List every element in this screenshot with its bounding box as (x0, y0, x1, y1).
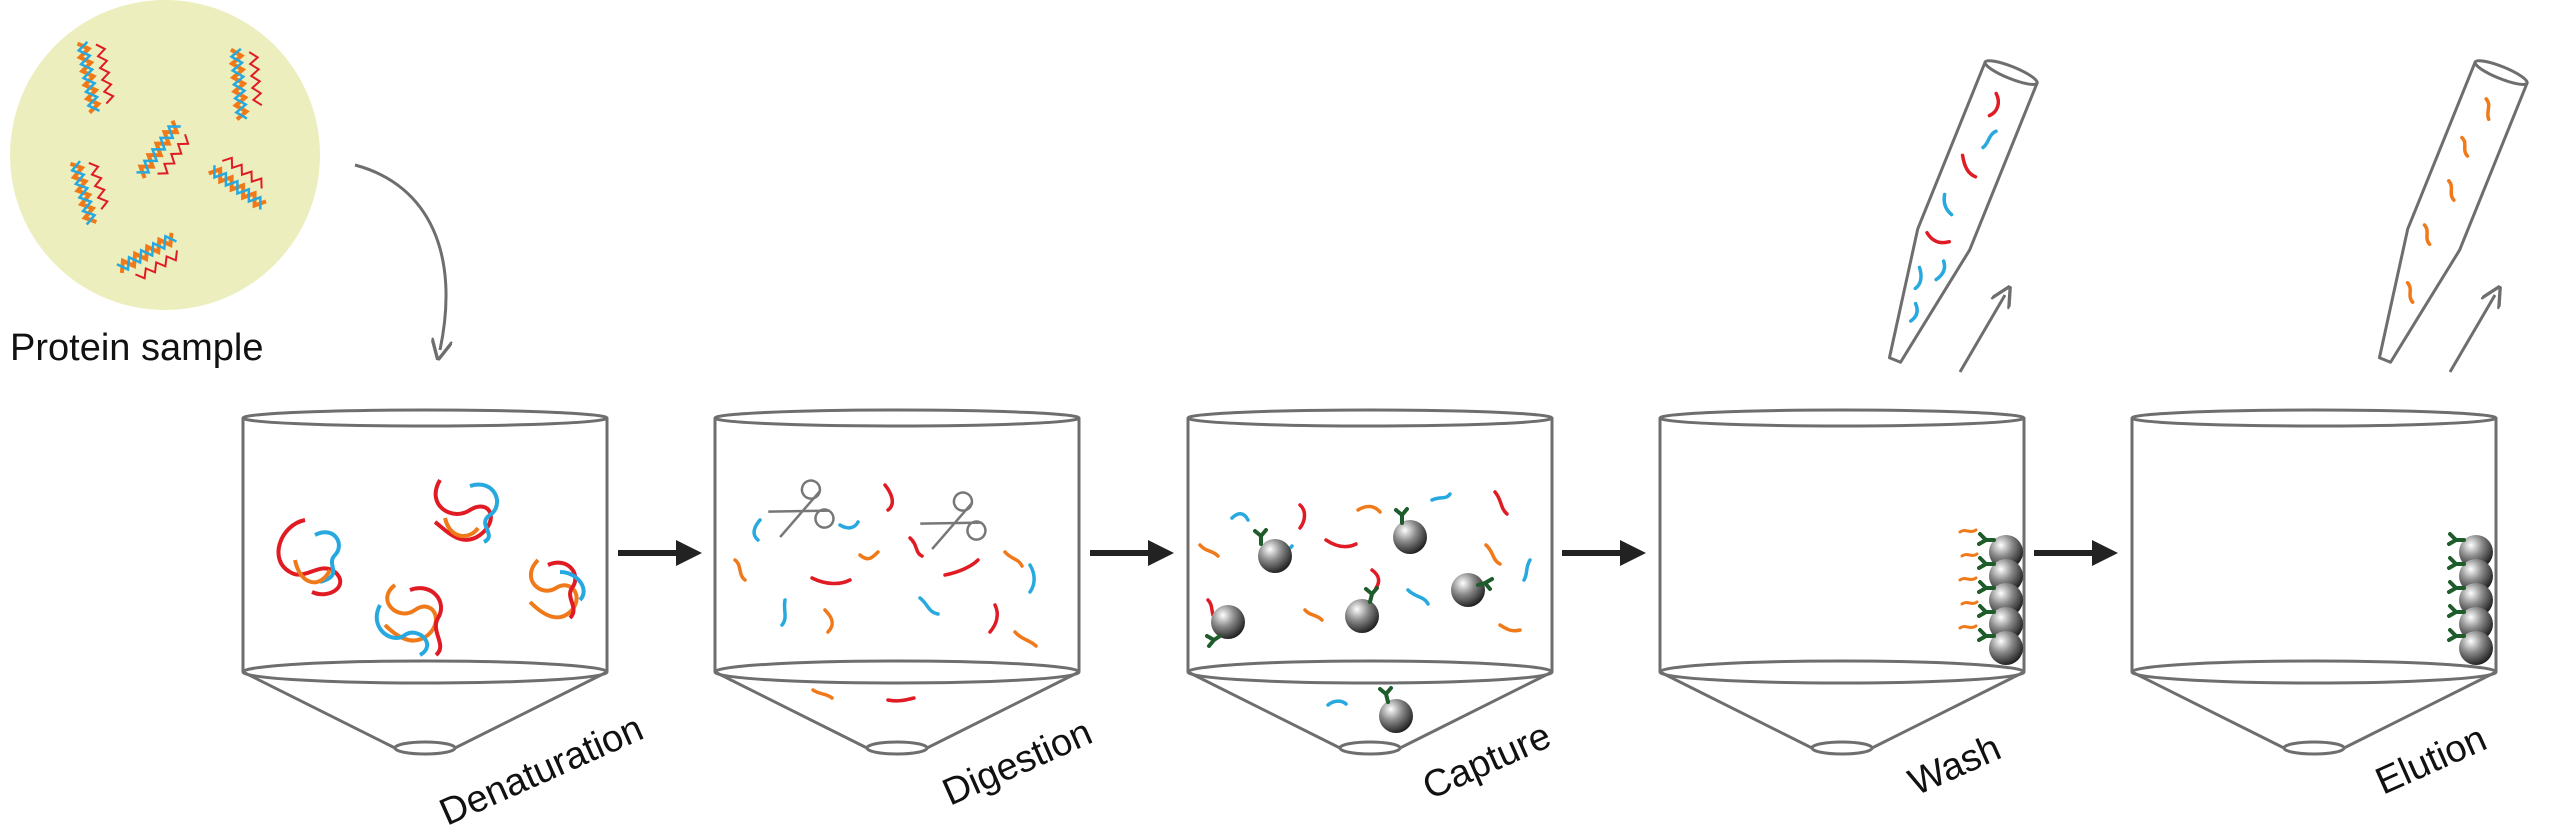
bead-icon (1253, 528, 1292, 573)
step-label-digestion: Digestion (937, 711, 1099, 814)
protein-fibril-2 (228, 47, 263, 121)
step-label-elution: Elution (2370, 718, 2493, 804)
antibody-icon (1253, 528, 1268, 546)
step-arrow-2 (1090, 540, 1174, 566)
vessel-wash (1658, 408, 2026, 756)
bead-icon (1205, 605, 1245, 648)
protein-fibril-3 (136, 120, 190, 179)
antibody-icon (1476, 577, 1494, 591)
protein-fibril-4 (69, 160, 110, 226)
vessel-digestion (713, 408, 1081, 756)
unfolded-protein-1 (276, 518, 343, 597)
vessel-capture (1186, 408, 1554, 756)
wash-out-arrow (1958, 295, 2005, 373)
antibody-icon (1364, 586, 1379, 604)
vessel-denaturation (241, 408, 609, 756)
antibody-icon (1205, 634, 1222, 648)
bead-icon (1451, 573, 1494, 607)
protein-fibril-6 (116, 232, 178, 280)
step-label-denaturation: Denaturation (434, 707, 650, 834)
unfolded-protein-4 (528, 558, 586, 620)
unfolded-protein-2 (433, 478, 500, 544)
protein-fibril-1 (76, 40, 115, 114)
peptide-fragments-digestion (733, 483, 1038, 703)
step-label-wash: Wash (1903, 727, 2008, 804)
vessel-elution (2130, 408, 2498, 756)
elution-tip-contents (2405, 97, 2491, 304)
unfolded-protein-3 (374, 583, 444, 657)
bound-peptides (1958, 528, 1979, 630)
protein-sample: Protein sample (10, 0, 320, 369)
protein-fibril-5 (208, 156, 267, 210)
scissors-icon (920, 491, 987, 550)
elution-bead-stack (2447, 532, 2493, 665)
bead-icon (1345, 586, 1379, 633)
wash-bead-stack (1958, 528, 2023, 665)
sample-label: Protein sample (10, 327, 263, 369)
antibody-icon (1394, 507, 1409, 525)
capture-beads (1205, 507, 1494, 733)
bead-icon (1393, 507, 1427, 554)
antibody-icon (1977, 532, 1996, 642)
antibody-icon (2447, 532, 2466, 642)
step-arrow-4 (2034, 540, 2118, 566)
bead-icon (1378, 686, 1413, 733)
sample-to-step-arrow (354, 163, 446, 350)
pipette-icon (2377, 59, 2529, 364)
antibody-icon (1378, 686, 1393, 704)
step-arrow-3 (1562, 540, 1646, 566)
scissors-icon (768, 479, 835, 538)
pipette-icon (1887, 59, 2039, 364)
wash-tip-contents (1908, 91, 2001, 323)
elution-out-arrow (2448, 295, 2495, 373)
step-arrow-1 (618, 540, 702, 566)
